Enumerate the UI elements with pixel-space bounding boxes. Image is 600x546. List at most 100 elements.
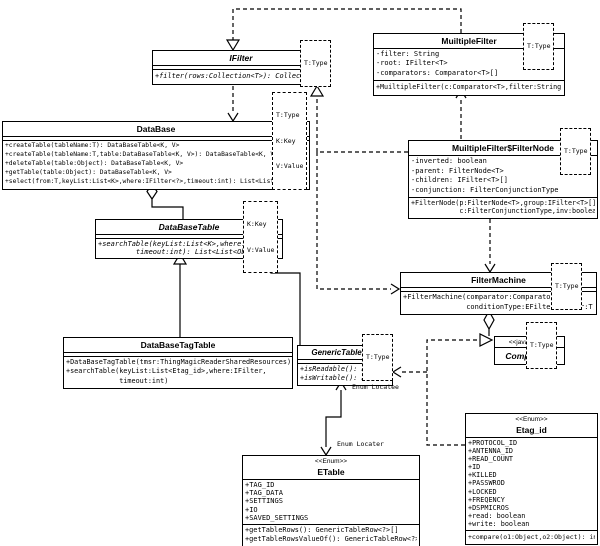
database-methods: +createTable(tableName:T): DataBaseTable… [3,141,309,189]
method: +select(from:T,keyList:List<K>,where:IFi… [5,177,307,185]
database-empty-attributes [3,136,309,141]
method: +getTableRowsValueOf(): GenericTableRow<… [245,535,417,544]
dependency-filternode-filtermachine [484,212,496,274]
filternode-attributes: -inverted: boolean -parent: FilterNode<T… [409,155,597,197]
ifilter-empty-attributes [153,65,329,70]
attribute: -root: IFilter<T> [376,59,448,68]
generalization-databasetagtable-databasetable [172,252,188,337]
method: conditionType:EFilter,filter:T) [403,302,594,311]
attribute: -parent: FilterNode<T> [411,166,504,175]
attribute: +read: boolean [468,511,526,520]
genericrow-empty-attributes [298,359,392,364]
method: +searchTable(keyList:List<K>,where:IFilt… [98,240,280,248]
template-param-text: K:Key [247,220,267,228]
template-param-text: V:Value [276,162,304,170]
class-ifilter-title: IFilter [229,53,253,63]
aggregation-filtermachine-comparator [483,309,495,336]
etable-methods: +getTableRows(): GenericTableRow<?>[] +g… [243,524,419,546]
template-param-text: T:Type [530,341,554,349]
attribute: +DSPMICROS [468,503,509,512]
method: +createTable(tableName:T,table:DataBaseT… [5,150,278,158]
class-filternode-title: MuiltipleFilter$FilterNode [451,143,554,153]
databasetagtable-empty-attributes [64,352,292,357]
attribute: +PROTOCOL_ID [468,439,518,447]
dependency-etagid-genericrow [391,366,427,378]
dependency-to-filtermachine [316,152,401,295]
method: +searchTable(keyList:List<Etag_id>,where… [66,367,267,376]
class-multiplefilter-title: MuiltipleFilter [441,36,497,46]
class-databasetagtable-title: DataBaseTagTable [140,340,216,350]
template-param-genericrow: T:Type [362,334,394,381]
method: +compare(o1:Object,o2:Object): int [468,533,595,542]
template-param-databasetable: K:Key V:Value [243,201,279,273]
realization-multiplefilter-ifilter [225,8,462,52]
class-genericrow-title: GenericTableRow [311,348,379,357]
method: +FilterMachine(comparator:Comparator<T>, [403,293,572,301]
databasetable-methods: +searchTable(keyList:List<K>,where:IFilt… [96,239,282,258]
label-enum-locater: Enum Locater [337,440,384,448]
attribute: +TAG_DATA [245,489,283,498]
label-enum-locatee: Enum Locatee [352,383,399,391]
template-param-ifilter: T:Type [300,40,332,87]
filternode-methods: +FilterNode(p:FilterNode<T>,group:IFilte… [409,197,597,218]
template-param-text: K:Key [276,136,296,145]
multiplefilter-attributes: -filter: String -root: IFilter<T> -compa… [374,48,564,80]
method: timeout:int) [66,376,169,385]
multiplefilter-methods: +MuiltipleFilter(c:Comparator<T>,filter:… [374,79,564,95]
attribute: +PASSWROD [468,479,505,488]
attribute: +READ_COUNT [468,455,514,464]
etag-id-methods: +compare(o1:Object,o2:Object): int [466,530,597,544]
attribute: +IO [245,505,258,514]
template-param-filtermachine: T:Type [551,263,583,310]
template-param-database: T:Type K:Key V:Value [272,92,308,190]
databasetagtable-methods: +DataBaseTagTable(tmsr:ThingMagicReaderS… [64,357,292,388]
class-database: DataBase +createTable(tableName:T): Data… [2,121,310,190]
attribute: +SETTINGS [245,497,283,506]
class-etag-id-title: Etag_id [516,425,547,435]
class-etable-title: ETable [317,467,345,477]
class-databasetagtable: DataBaseTagTable +DataBaseTagTable(tmsr:… [63,337,293,389]
attribute: +write: boolean [468,519,530,528]
method: +MuiltipleFilter(c:Comparator<T>,filter:… [376,82,562,91]
attribute: +TAG_ID [245,481,275,489]
attribute: -filter: String [376,50,440,58]
class-database-title: DataBase [136,124,176,134]
template-param-text: T:Type [527,42,551,50]
method: c:FilterConjunctionType,inv:boolean) [411,207,595,216]
class-etable: <<Enum>> ETable +TAG_ID +TAG_DATA +SETTI… [242,455,420,546]
attribute: -conjunction: FilterConjunctionType [411,185,559,194]
template-param-text: T:Type [366,353,390,361]
dependency-ifilter-database [227,86,239,123]
attribute: -inverted: boolean [411,157,487,165]
filtermachine-empty-attributes [401,287,596,292]
method: timeout:int): List<List<Object>> [98,248,271,256]
attribute: +KILLED [468,471,497,480]
realization-filternode-ifilter [309,84,408,153]
filtermachine-methods: +FilterMachine(comparator:Comparator<T>,… [401,292,596,314]
method: +FilterNode(p:FilterNode<T>,group:IFilte… [411,199,595,207]
method: +deleteTable(table:Object): DataBaseTabl… [5,159,184,167]
template-param-text: T:Type [555,282,579,290]
databasetable-empty-attributes [96,234,282,239]
template-param-text: T:Type [304,59,328,67]
etable-attributes: +TAG_ID +TAG_DATA +SETTINGS +IO +SAVED_S… [243,479,419,524]
etag-id-attributes: +PROTOCOL_ID +ANTENNA_ID +READ_COUNT +ID… [466,437,597,530]
method: +getTableRows(): GenericTableRow<?>[] [245,526,399,535]
attribute: -comparators: Comparator<T>[] [376,68,499,77]
method: +DataBaseTagTable(tmsr:ThingMagicReaderS… [66,358,290,366]
class-etag-id: <<Enum>> Etag_id +PROTOCOL_ID +ANTENNA_I… [465,413,598,546]
template-param-text: T:Type [564,147,588,155]
etable-stereotype: <<Enum>> [314,458,348,465]
attribute: +SAVED_SETTINGS [245,513,309,522]
template-param-text: T:Type [276,111,300,119]
attribute: +LOCKED [468,487,497,496]
attribute: -children: IFilter<T>[] [411,176,508,184]
dependency-filternode-multiplefilter [455,88,467,139]
class-databasetable-title: DataBaseTable [158,222,220,232]
method: +createTable(tableName:T): DataBaseTable… [5,142,180,149]
class-filtermachine-title: FilterMachine [471,275,526,285]
method: +getTable(table:Object): DataBaseTable<K… [5,168,172,176]
attribute: +ANTENNA_ID [468,447,514,456]
